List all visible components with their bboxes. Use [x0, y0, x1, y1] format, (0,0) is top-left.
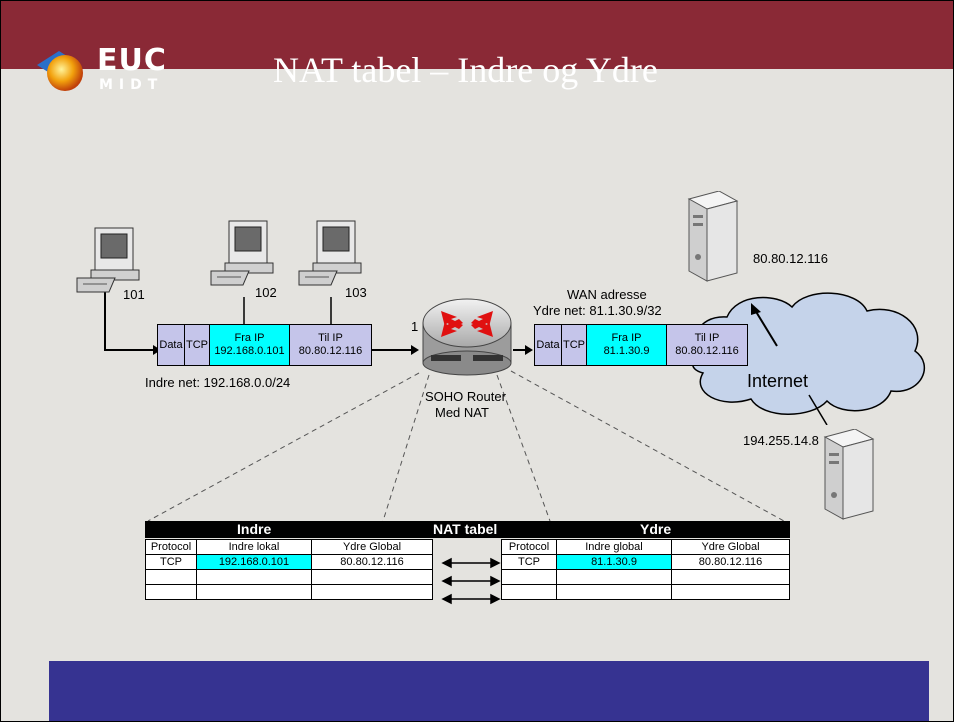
table-cell: 80.80.12.116 — [671, 554, 790, 570]
host-label: 101 — [123, 287, 145, 302]
table-cell: TCP — [501, 554, 557, 570]
nat-inside-title: Indre — [237, 521, 272, 537]
server-ip-label: 194.255.14.8 — [743, 433, 819, 448]
column-header: Indre global — [556, 539, 672, 555]
packet-destination-ip: 80.80.12.116 — [675, 345, 739, 357]
router-label-line1: SOHO Router — [425, 389, 506, 404]
internet-cloud-icon — [692, 292, 926, 425]
host-label: 102 — [255, 285, 277, 300]
table-cell — [311, 584, 433, 600]
nat-table-title: NAT tabel — [433, 521, 498, 537]
packet-source-field: Fra IP 81.1.30.9 — [587, 325, 667, 365]
table-header-row: Protocol Indre lokal Ydre Global — [145, 539, 433, 555]
logo-subtext: MIDT — [99, 77, 164, 93]
table-cell — [145, 584, 197, 600]
table-row — [501, 584, 790, 600]
server-icon — [823, 429, 875, 520]
packet-source-ip: 81.1.30.9 — [603, 345, 650, 357]
slide-title: NAT tabel – Indre og Ydre — [273, 50, 658, 90]
packet-destination-ip: 80.80.12.116 — [298, 345, 363, 357]
column-header: Indre lokal — [196, 539, 312, 555]
table-cell — [671, 569, 790, 585]
packet-source-title: Fra IP — [234, 332, 265, 344]
nat-inside-table: Protocol Indre lokal Ydre Global TCP 192… — [145, 539, 433, 600]
wan-label-line1: WAN adresse — [567, 287, 647, 302]
table-cell: 192.168.0.101 — [196, 554, 312, 570]
internet-label: Internet — [747, 371, 809, 391]
table-cell — [556, 569, 672, 585]
nat-outside-table: Protocol Indre global Ydre Global TCP 81… — [501, 539, 790, 600]
table-cell — [145, 569, 197, 585]
title-bar — [1, 1, 953, 69]
packet-source-ip: 192.168.0.101 — [214, 345, 285, 357]
nat-outside-title: Ydre — [640, 521, 672, 537]
packet-destination-field: Til IP 80.80.12.116 — [290, 325, 371, 365]
table-cell — [196, 569, 312, 585]
computer-icon — [298, 220, 362, 286]
logo-icon — [37, 51, 83, 91]
table-header-row: Protocol Indre global Ydre Global — [501, 539, 790, 555]
table-row: TCP 192.168.0.101 80.80.12.116 — [145, 554, 433, 570]
wan-label-line2: Ydre net: 81.1.30.9/32 — [533, 303, 662, 318]
double-arrow-icons — [441, 557, 501, 605]
table-cell: 80.80.12.116 — [311, 554, 433, 570]
table-cell — [501, 584, 557, 600]
packet-source-field: Fra IP 192.168.0.101 — [210, 325, 290, 365]
table-row — [145, 569, 433, 585]
table-cell — [556, 584, 672, 600]
table-row — [145, 584, 433, 600]
table-cell — [196, 584, 312, 600]
packet-destination-title: Til IP — [318, 332, 343, 344]
packet-tcp-field: TCP — [185, 325, 210, 365]
packet-data-field: Data — [535, 325, 562, 365]
packet-source-title: Fra IP — [611, 332, 642, 344]
column-header: Protocol — [145, 539, 197, 555]
inner-packet: Data TCP Fra IP 192.168.0.101 Til IP 80.… — [157, 324, 372, 366]
router-label-line2: Med NAT — [435, 405, 489, 420]
column-header: Protocol — [501, 539, 557, 555]
table-cell: TCP — [145, 554, 197, 570]
table-cell — [501, 569, 557, 585]
column-header: Ydre Global — [311, 539, 433, 555]
table-cell — [671, 584, 790, 600]
server-icon — [687, 191, 739, 282]
table-cell: 81.1.30.9 — [556, 554, 672, 570]
computer-icon — [76, 227, 140, 293]
packet-destination-field: Til IP 80.80.12.116 — [667, 325, 747, 365]
column-header: Ydre Global — [671, 539, 790, 555]
table-row — [501, 569, 790, 585]
packet-destination-title: Til IP — [694, 332, 720, 344]
inner-net-label: Indre net: 192.168.0.0/24 — [145, 375, 291, 390]
packet-tcp-field: TCP — [562, 325, 587, 365]
outer-packet: Data TCP Fra IP 81.1.30.9 Til IP 80.80.1… — [534, 324, 748, 366]
nat-table-header: Indre NAT tabel Ydre — [145, 521, 790, 538]
table-cell — [311, 569, 433, 585]
host-label: 103 — [345, 285, 367, 300]
table-row: TCP 81.1.30.9 80.80.12.116 — [501, 554, 790, 570]
footer-bar — [49, 661, 929, 721]
logo-text: EUC — [97, 43, 167, 78]
computer-icon — [210, 220, 274, 286]
router-icon — [422, 298, 512, 376]
router-port-label: 1 — [411, 319, 419, 334]
packet-data-field: Data — [158, 325, 185, 365]
server-ip-label: 80.80.12.116 — [753, 251, 828, 266]
